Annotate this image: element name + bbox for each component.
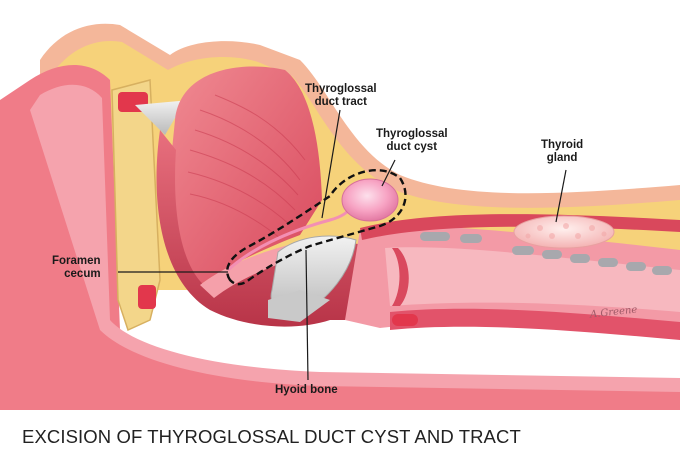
vocal-fold [392, 248, 409, 306]
tongue-fibers [187, 94, 306, 239]
hyoid-bone-lower [268, 290, 330, 322]
label-duct-tract-line1: Thyroglossal [305, 83, 377, 95]
lower-cartilage [392, 314, 418, 326]
tongue-muscle [169, 66, 322, 285]
label-foramen-line2: cecum [64, 268, 101, 280]
thyroglossal-cyst-shape [341, 178, 399, 222]
label-thyroid-line1: Thyroid [541, 139, 584, 151]
thyroid-texture [525, 223, 607, 239]
label-thyroglossal-duct-tract: Thyroglossal duct tract [305, 83, 377, 109]
label-thyroid-gland: Thyroid gland [541, 139, 583, 165]
label-thyroid-line2: gland [546, 152, 578, 164]
excision-outline [225, 169, 407, 286]
label-duct-cyst-line2: duct cyst [386, 141, 438, 153]
label-foramen-cecum: Foramen cecum [52, 255, 101, 281]
pharynx-inner [30, 84, 680, 392]
thyroid-gland-shape [513, 215, 615, 249]
label-hyoid-bone: Hyoid bone [275, 384, 338, 396]
mandible-bone [111, 79, 161, 332]
label-duct-tract-line2: duct tract [314, 96, 367, 108]
bone-marrow-bottom [138, 285, 156, 309]
leader-lines [118, 109, 567, 381]
label-foramen-line1: Foramen [52, 255, 101, 267]
label-duct-cyst-line1: Thyroglossal [376, 128, 448, 140]
figure-caption: EXCISION OF THYROGLOSSAL DUCT CYST AND T… [22, 426, 521, 447]
tracheal-rings [420, 232, 672, 275]
esophagus-band [390, 308, 680, 340]
label-thyroglossal-duct-cyst: Thyroglossal duct cyst [376, 128, 448, 154]
anatomical-illustration [0, 23, 680, 410]
